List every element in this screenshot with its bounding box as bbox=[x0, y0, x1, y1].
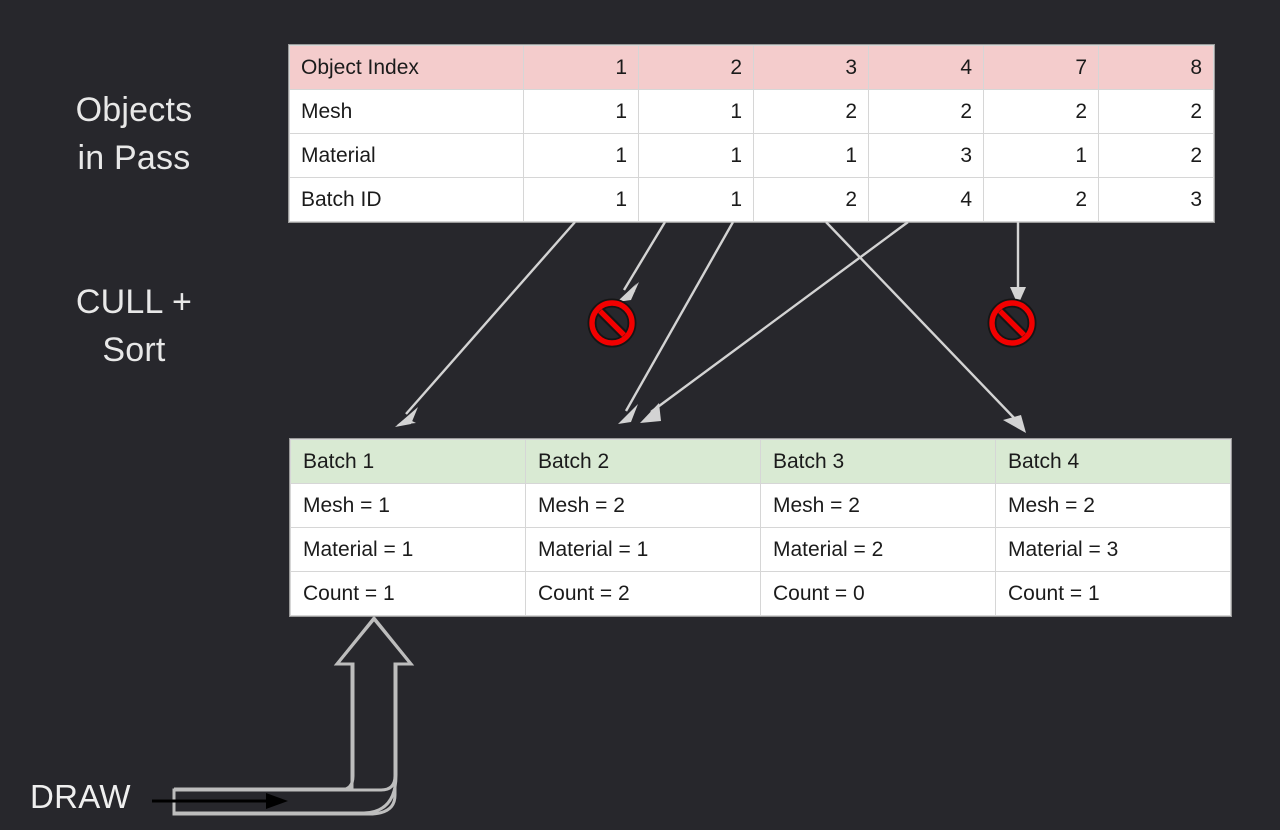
cell-mesh-1: 1 bbox=[638, 89, 754, 134]
batch-3-material: Material = 2 bbox=[760, 527, 996, 572]
batch-2-count: Count = 2 bbox=[525, 571, 761, 616]
batch-4-title: Batch 4 bbox=[995, 439, 1231, 484]
batch-3-mesh: Mesh = 2 bbox=[760, 483, 996, 528]
batch-3-count: Count = 0 bbox=[760, 571, 996, 616]
cell-material-0: 1 bbox=[523, 133, 639, 178]
arrow-object8-to-culled bbox=[1010, 222, 1026, 305]
batch-1-material: Material = 1 bbox=[290, 527, 526, 572]
row-label-batch-id: Batch ID bbox=[289, 177, 524, 222]
table-row-mesh: Mesh 1 1 2 2 2 2 bbox=[289, 89, 1214, 134]
arrow-object7-to-batch2 bbox=[640, 221, 909, 423]
stage-label-objects-in-pass: Objects in Pass bbox=[75, 91, 193, 178]
cell-mesh-3: 2 bbox=[868, 89, 984, 134]
batch-1-mesh: Mesh = 1 bbox=[290, 483, 526, 528]
cell-material-3: 3 bbox=[868, 133, 984, 178]
batch-1-count: Count = 1 bbox=[290, 571, 526, 616]
row-label-material: Material bbox=[289, 133, 524, 178]
cell-batch-id-2: 2 bbox=[753, 177, 869, 222]
table-row-batch-titles: Batch 1 Batch 2 Batch 3 Batch 4 bbox=[290, 439, 1231, 484]
batch-4-mesh: Mesh = 2 bbox=[995, 483, 1231, 528]
no-entry-icon-2 bbox=[987, 298, 1037, 348]
table-row-batch-material: Material = 1 Material = 1 Material = 2 M… bbox=[290, 527, 1231, 572]
table-row-batch-mesh: Mesh = 1 Mesh = 2 Mesh = 2 Mesh = 2 bbox=[290, 483, 1231, 528]
cell-object-index-5: 8 bbox=[1098, 45, 1214, 90]
cell-batch-id-1: 1 bbox=[638, 177, 754, 222]
no-entry-icon-1 bbox=[587, 298, 637, 348]
row-label-object-index: Object Index bbox=[289, 45, 524, 90]
batch-4-material: Material = 3 bbox=[995, 527, 1231, 572]
cell-mesh-0: 1 bbox=[523, 89, 639, 134]
table-row-material: Material 1 1 1 3 1 2 bbox=[289, 133, 1214, 178]
batch-1-title: Batch 1 bbox=[290, 439, 526, 484]
batch-2-title: Batch 2 bbox=[525, 439, 761, 484]
table-row-batch-id: Batch ID 1 1 2 4 2 3 bbox=[289, 177, 1214, 222]
batch-2-mesh: Mesh = 2 bbox=[525, 483, 761, 528]
cell-object-index-1: 2 bbox=[638, 45, 754, 90]
cell-mesh-4: 2 bbox=[983, 89, 1099, 134]
cell-material-1: 1 bbox=[638, 133, 754, 178]
cell-batch-id-4: 2 bbox=[983, 177, 1099, 222]
block-arrow-draw-shape bbox=[174, 616, 415, 815]
batches-table: Batch 1 Batch 2 Batch 3 Batch 4 Mesh = 1… bbox=[290, 439, 1231, 616]
cell-mesh-5: 2 bbox=[1098, 89, 1214, 134]
table-row-object-index: Object Index 1 2 3 4 7 8 bbox=[289, 45, 1214, 90]
cell-batch-id-5: 3 bbox=[1098, 177, 1214, 222]
table-row-batch-count: Count = 1 Count = 2 Count = 0 Count = 1 bbox=[290, 571, 1231, 616]
stage-label-cull-sort: CULL + Sort bbox=[75, 283, 193, 370]
arrow-object1-to-batch1 bbox=[395, 221, 576, 427]
cell-object-index-0: 1 bbox=[523, 45, 639, 90]
cell-material-5: 2 bbox=[1098, 133, 1214, 178]
arrow-object4-to-batch4 bbox=[825, 221, 1026, 433]
objects-in-pass-table: Object Index 1 2 3 4 7 8 Mesh 1 1 2 2 2 … bbox=[289, 45, 1214, 222]
cell-object-index-3: 4 bbox=[868, 45, 984, 90]
row-label-mesh: Mesh bbox=[289, 89, 524, 134]
cell-batch-id-3: 4 bbox=[868, 177, 984, 222]
draw-inner-arrow bbox=[152, 793, 288, 809]
cell-object-index-4: 7 bbox=[983, 45, 1099, 90]
stage-label-draw: DRAW bbox=[30, 778, 131, 815]
cell-material-2: 1 bbox=[753, 133, 869, 178]
batch-3-title: Batch 3 bbox=[760, 439, 996, 484]
batch-4-count: Count = 1 bbox=[995, 571, 1231, 616]
cell-mesh-2: 2 bbox=[753, 89, 869, 134]
cell-object-index-2: 3 bbox=[753, 45, 869, 90]
arrow-object3-to-batch2 bbox=[618, 221, 735, 424]
cell-material-4: 1 bbox=[983, 133, 1099, 178]
batch-2-material: Material = 1 bbox=[525, 527, 761, 572]
arrow-object2-to-culled bbox=[617, 221, 667, 302]
block-arrow-draw-to-batch1 bbox=[172, 615, 415, 816]
cell-batch-id-0: 1 bbox=[523, 177, 639, 222]
